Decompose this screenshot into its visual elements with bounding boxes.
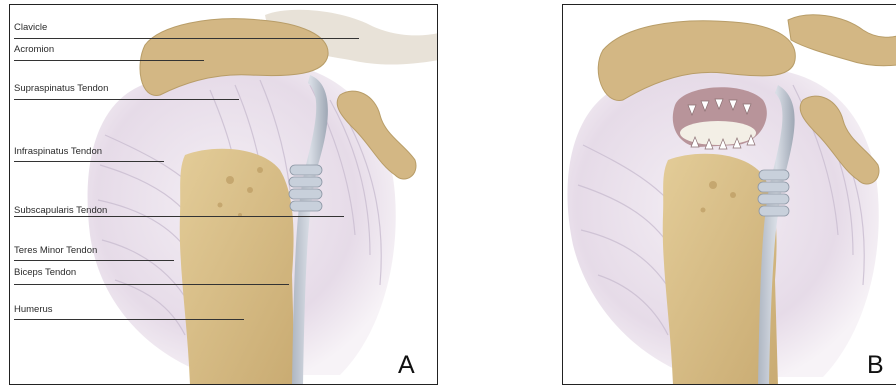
shoulder-illustration-a (10, 5, 438, 385)
leader-subscapularis (14, 216, 344, 217)
rotator-cuff-tear (673, 87, 767, 149)
humerus-bone (180, 149, 295, 385)
panel-letter-a: A (398, 351, 415, 380)
clavicle-bone (788, 15, 896, 66)
leader-supraspinatus (14, 99, 239, 100)
label-clavicle: Clavicle (14, 22, 47, 33)
panel-b: B (562, 4, 896, 385)
leader-infraspinatus (14, 161, 164, 162)
leader-teres-minor (14, 260, 174, 261)
label-acromion: Acromion (14, 44, 54, 55)
leader-humerus (14, 319, 244, 320)
panel-a: Clavicle Acromion Supraspinatus Tendon I… (9, 4, 438, 385)
label-supraspinatus: Supraspinatus Tendon (14, 83, 108, 94)
label-humerus: Humerus (14, 304, 53, 315)
shoulder-illustration-b (563, 5, 896, 385)
label-teres-minor: Teres Minor Tendon (14, 245, 97, 256)
leader-acromion (14, 60, 204, 61)
leader-biceps (14, 284, 289, 285)
label-infraspinatus: Infraspinatus Tendon (14, 146, 102, 157)
leader-clavicle (14, 38, 359, 39)
label-biceps: Biceps Tendon (14, 267, 76, 278)
panel-letter-b: B (867, 351, 884, 380)
label-subscapularis: Subscapularis Tendon (14, 205, 107, 216)
